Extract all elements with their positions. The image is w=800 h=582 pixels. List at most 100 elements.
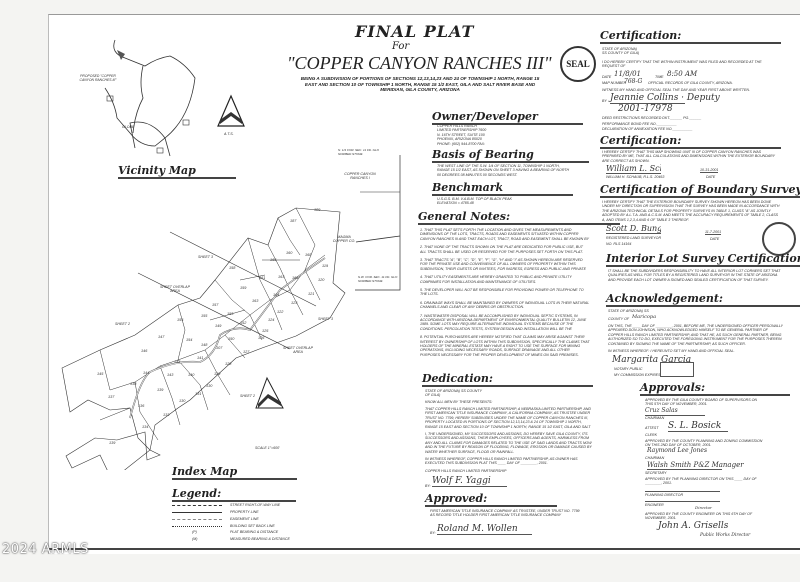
title-subdivision-name: "COPPER CANYON RANCHES III" bbox=[287, 53, 552, 73]
lot-label: 153 bbox=[227, 312, 234, 316]
owner-text: COPPER HILLS RANCH LIMITED PARTNERSHIP 7… bbox=[437, 124, 487, 146]
note-item: 1. THAT THIS PLAT SETS FORTH THE LOCATIO… bbox=[420, 228, 590, 241]
interior-text: IT SHALL BE THE SUBDIVIDERS RESPONSIBILI… bbox=[608, 269, 781, 282]
approvals-sig-pz-chair: Raymond Lee Jones bbox=[647, 447, 708, 454]
sheet3-label: SHEET 3 bbox=[198, 255, 213, 259]
legend-symbol-p: (P) bbox=[192, 530, 197, 534]
lot-label: 121 bbox=[308, 292, 315, 296]
lot-label: 125 bbox=[262, 329, 269, 333]
lot-label: 149 bbox=[215, 324, 222, 328]
magma-copper-label: MAGMA COPPER CO. bbox=[332, 235, 356, 244]
general-notes-list: 1. THAT THIS PLAT SETS FORTH THE LOCATIO… bbox=[420, 228, 590, 362]
lot-label: 158 bbox=[229, 266, 236, 270]
cert1-bond: PERFORMANCE BOND FEE NO.__________ bbox=[602, 121, 677, 126]
approved-by: BY: bbox=[430, 531, 436, 535]
dedication-p1: THAT COPPER HILLS RANCH LIMITED PARTNERS… bbox=[425, 407, 591, 429]
dedication-signature: Wolf F. Yaggi bbox=[432, 476, 507, 488]
corner-label-2: S.W. Cor. Sec. 11 Fd. GLO Scribed Stone bbox=[358, 275, 398, 284]
index-map-heading: Index Map bbox=[172, 465, 298, 480]
lot-label: 163 bbox=[252, 299, 259, 303]
note-item: 6. DRAINAGE WAYS SHALL BE MAINTAINED BY … bbox=[420, 300, 590, 310]
lot-label: 155 bbox=[177, 318, 184, 322]
approvals-engineer-insert: Director bbox=[695, 505, 712, 510]
benchmark-text: U.S.G.S. B.M. V.A.B.M. TOP OF BLACK PEAK… bbox=[437, 197, 512, 206]
cert1-map: 768-G bbox=[624, 78, 643, 85]
boundary-text: I HEREBY CERTIFY THAT THE EXTERIOR BOUND… bbox=[602, 200, 780, 222]
index-map-scale-arrow-icon bbox=[255, 376, 284, 409]
approvals-planning: APPROVED BY THE PLANNING DIRECTOR ON THI… bbox=[645, 477, 757, 486]
approvals-role: ENGINEER bbox=[645, 503, 664, 507]
approvals-sig-chairman: Cruz Salas bbox=[645, 407, 705, 416]
lot-label: 131 bbox=[195, 392, 202, 396]
lot-label: 139 bbox=[109, 441, 116, 445]
lot-label: 138 bbox=[130, 382, 137, 386]
cert1-official: OFFICIAL RECORDS OF GILA COUNTY, ARIZONA… bbox=[648, 81, 733, 85]
approvals-role: CLERK bbox=[645, 433, 657, 437]
cert1-time: 8:50 AM bbox=[667, 70, 698, 78]
ack-witness: IN WITNESS WHEREOF: I HEREUNTO SET MY HA… bbox=[608, 349, 735, 353]
lot-label: 159 bbox=[240, 286, 247, 290]
approvals-board: APPROVED BY THE GILA COUNTY BOARD OF SUP… bbox=[645, 398, 758, 407]
notary-stamp-icon bbox=[660, 362, 694, 377]
legend-item: Measured Bearing & Distance bbox=[230, 537, 290, 541]
lot-label: 139 bbox=[157, 388, 164, 392]
legend-item: Building Set Back Line bbox=[230, 524, 275, 528]
legend-item: Street Right-of-Way Line bbox=[230, 503, 281, 507]
lot-label: 123 bbox=[291, 301, 298, 305]
legend-item: Plat Bearing & Distance bbox=[230, 530, 279, 534]
note-item: 3. THAT TRACTS "A", "B", "C", "D", "E", … bbox=[420, 257, 587, 271]
lot-label: 160 bbox=[286, 251, 293, 255]
approvals-role: CHAIRMAN bbox=[645, 456, 665, 460]
title-for: For bbox=[392, 41, 410, 52]
boundary-date: 11-7-2001 bbox=[705, 230, 722, 236]
lot-label: 124 bbox=[268, 318, 275, 322]
dedication-state: STATE OF ARIZONA) SS COUNTY OF GILA) bbox=[425, 389, 482, 398]
bottom-border bbox=[48, 548, 800, 550]
benchmark-heading: Benchmark bbox=[432, 181, 574, 196]
legend-heading: Legend: bbox=[172, 487, 297, 502]
cert1-time-label: TIME bbox=[655, 75, 664, 79]
lot-label: 148 bbox=[201, 343, 208, 347]
approvals-sig-pz-manager: Walsh Smith P&Z Manager bbox=[647, 461, 744, 471]
legend-item: Easement Line bbox=[230, 517, 259, 521]
cert1-date-label: DATE bbox=[602, 75, 612, 79]
approvals-pz: APPROVED BY THE COUNTY PLANNING AND ZONI… bbox=[645, 438, 763, 447]
approved-signature: Roland M. Wollen bbox=[437, 524, 532, 536]
approvals-sig-clerk: S. L. Bosick bbox=[668, 421, 728, 433]
vicinity-map-heading: Vicinity Map bbox=[118, 164, 236, 179]
approved-heading: Approved: bbox=[425, 492, 558, 507]
cert1-text: I DO HEREBY CERTIFY THAT THE WITHIN INST… bbox=[602, 60, 762, 69]
dedication-by: BY: bbox=[425, 484, 431, 488]
boundary-name: REGISTERED LAND SURVEYOR bbox=[606, 236, 662, 240]
lot-label: 146 bbox=[141, 349, 148, 353]
approvals-role: Public Works Director bbox=[700, 533, 751, 538]
acknowledgement-heading: Acknowledgement: bbox=[606, 292, 800, 307]
cert1-by: BY bbox=[602, 99, 607, 103]
cert1-deed: DEED RESTRICTIONS RECORDED DKT.______ PG… bbox=[602, 116, 702, 120]
general-notes-heading: General Notes: bbox=[418, 210, 621, 225]
lot-label: 134 bbox=[142, 425, 149, 429]
approvals-heading: Approvals: bbox=[640, 381, 791, 396]
sheet2-label-b: SHEET 2 bbox=[240, 394, 255, 398]
approved-text: FIRST AMERICAN TITLE INSURANCE COMPANY A… bbox=[430, 509, 580, 518]
lot-label: 130 bbox=[179, 399, 186, 403]
cert1-witness: WITNESS MY HAND AND OFFICIAL SEAL THE DA… bbox=[602, 88, 750, 92]
lot-label: 120 bbox=[318, 278, 325, 282]
title-description: BEING A SUBDIVISION OF PORTIONS OF SECTI… bbox=[300, 76, 540, 93]
proposed-site-label: PROPOSED "COPPER CANYON RANCHES III" bbox=[79, 74, 117, 83]
corner-label-1: N. 1/4 Cor. Sec. 11 Fd. GLO Scribed Ston… bbox=[338, 148, 379, 157]
lot-label: 127 bbox=[243, 350, 250, 354]
lot-label: 140 bbox=[188, 373, 195, 377]
cert2-signature: William L. Schaub bbox=[606, 164, 661, 175]
cert1-signature: Jeannie Collins · Deputy bbox=[610, 93, 720, 105]
cert1-recording-number: 2001-17978 bbox=[618, 104, 673, 114]
overlap-label: SHEET OVERLAP AREA bbox=[160, 285, 190, 294]
cert1-date: 11/8/01 bbox=[614, 70, 641, 78]
lot-label: 126 bbox=[258, 336, 265, 340]
north-scale-label: A.T.S. bbox=[224, 132, 234, 136]
seal-text: SEAL bbox=[566, 59, 590, 69]
overlap-label-b: SHEET OVERLAP AREA bbox=[283, 346, 313, 355]
cert1-state: STATE OF ARIZONA) SS COUNTY OF GILA) bbox=[602, 47, 640, 56]
cert2-text: I HEREBY CERTIFY THAT THIS MAP SHOWING U… bbox=[602, 150, 775, 163]
lot-label: 157 bbox=[212, 303, 219, 307]
